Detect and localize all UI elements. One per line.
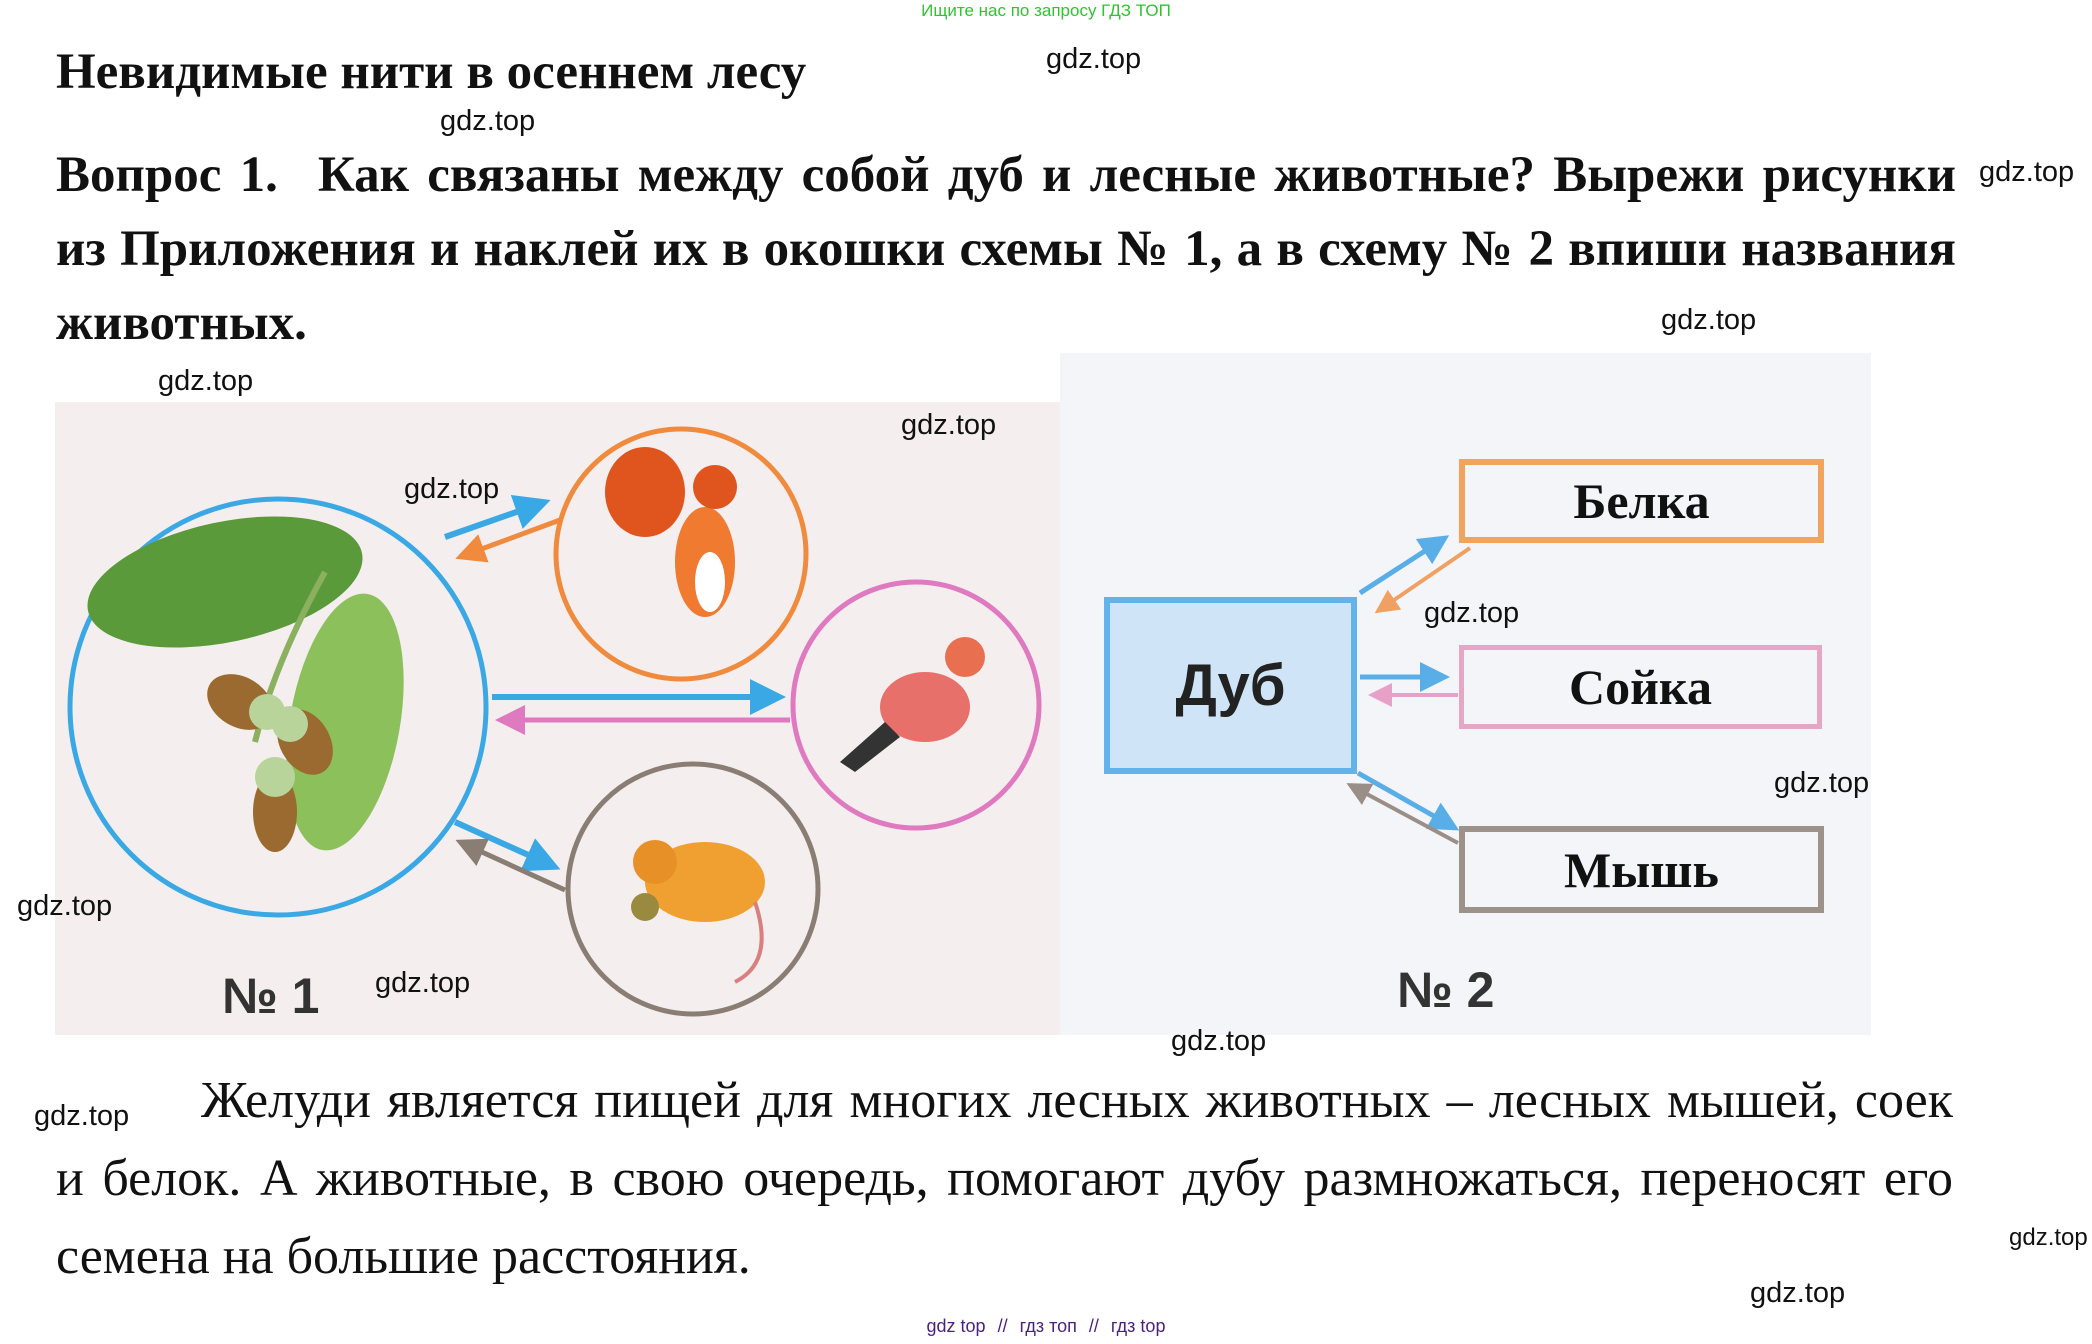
watermark: gdz.top — [901, 409, 997, 441]
mouse-box: Мышь — [1459, 826, 1824, 913]
scheme-2-image: Дуб Белка Сойка Мышь № 2 — [1060, 353, 1871, 1035]
question: Вопрос 1.Как связаны между собой дуб и л… — [56, 138, 1956, 360]
footer-links: gdz top // гдз топ // гдз top — [0, 1316, 2092, 1337]
watermark: gdz.top — [1750, 1277, 1846, 1309]
question-text: Как связаны между собой дуб и лесные жив… — [56, 147, 1956, 351]
mouse-illustration — [631, 840, 765, 984]
arrow-oak-squirrel — [444, 494, 551, 540]
footer-separator: // — [1088, 1316, 1099, 1336]
watermark: gdz.top — [404, 473, 500, 505]
watermark: gdz.top — [1171, 1025, 1267, 1057]
scheme-2-number: № 2 — [1397, 962, 1495, 1018]
oak-circle — [67, 496, 489, 918]
arrow-mouse-oak — [455, 838, 567, 893]
footer-link[interactable]: gdz top — [926, 1316, 986, 1336]
scheme-1-number: № 1 — [222, 968, 320, 1024]
answer-text: Желуди является пищей для многих лесных … — [56, 1072, 1953, 1285]
scheme-2-arrows — [1346, 535, 1472, 845]
scheme-1-image: № 1 — [55, 402, 1060, 1035]
footer-link[interactable]: гдз top — [1110, 1316, 1166, 1336]
jay-box: Сойка — [1459, 645, 1822, 729]
watermark: gdz.top — [2009, 1224, 2088, 1251]
footer-link[interactable]: гдз топ — [1019, 1316, 1077, 1336]
watermark: gdz.top — [1424, 597, 1520, 629]
watermark: gdz.top — [1774, 767, 1870, 799]
arrow-squirrel-oak — [455, 517, 561, 563]
page-title: Невидимые нити в осеннем лесу — [56, 44, 807, 100]
watermark: gdz.top — [375, 967, 471, 999]
squirrel-box: Белка — [1459, 459, 1824, 543]
arrow-oak-mouse — [453, 819, 561, 872]
scheme-1-diagram — [67, 426, 1042, 1017]
squirrel-illustration — [605, 447, 737, 617]
squirrel-circle — [553, 426, 809, 682]
watermark: gdz.top — [34, 1100, 130, 1132]
footer-separator: // — [997, 1316, 1008, 1336]
watermark: gdz.top — [1046, 43, 1142, 75]
search-hint: Ищите нас по запросу ГДЗ ТОП — [921, 1, 1171, 20]
oak-box: Дуб — [1104, 597, 1357, 774]
watermark: gdz.top — [1979, 156, 2075, 188]
jay-illustration — [840, 637, 985, 772]
oak-branch-illustration — [87, 516, 404, 852]
question-label: Вопрос 1. — [56, 147, 278, 203]
jay-circle — [790, 579, 1042, 831]
watermark: gdz.top — [158, 365, 254, 397]
watermark: gdz.top — [17, 890, 113, 922]
watermark: gdz.top — [1661, 304, 1757, 336]
mouse-circle — [565, 761, 821, 1017]
watermark: gdz.top — [440, 105, 536, 137]
